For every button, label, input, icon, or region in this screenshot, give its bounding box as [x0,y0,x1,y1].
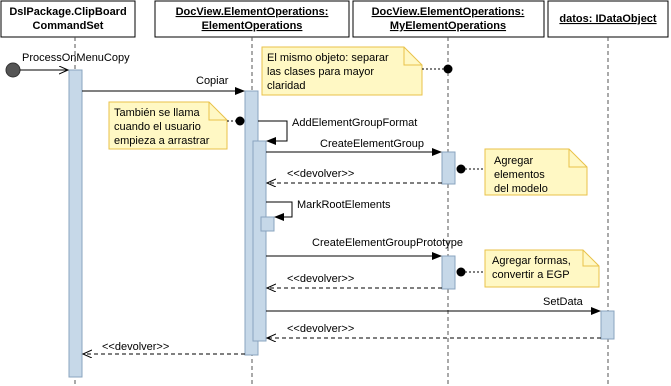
note-same-object-line3: claridad [267,80,306,92]
add-element-group-format-label: AddElementGroupFormat [292,117,417,129]
activation-mark-root-elements [260,216,275,232]
return-2-label: <<devolver>> [287,273,354,285]
note-add-shapes-anchor-dot [456,267,466,277]
entry-point-dot [5,62,21,78]
note-add-elements-line1: Agregar [494,155,533,167]
note-same-object-line2: las clases para mayor [267,66,374,78]
activation-create-element-group [441,151,456,185]
lifeline-header-data-object: datos: IDataObject [547,0,669,38]
activation-clipboard [68,69,83,378]
note-drag: También se llama cuando el usuario empie… [108,101,228,150]
note-drag-line2: cuando el usuario [114,121,201,133]
note-same-object-anchor-dot [443,64,453,74]
note-add-elements-anchor-dot [456,164,466,174]
activation-set-data [600,310,615,340]
note-add-shapes: Agregar formas, convertir a EGP [484,249,600,288]
lifeline-myelementops-line1: DocView.ElementOperations: [372,6,525,18]
activation-add-element-group-format [252,140,267,342]
note-same-object: El mismo objeto: separar las clases para… [261,46,423,96]
note-same-object-line1: El mismo objeto: separar [267,52,389,64]
return-1-label: <<devolver>> [287,168,354,180]
entry-message-label: ProcessOnMenuCopy [22,52,130,64]
copiar-label: Copiar [196,75,229,87]
note-drag-anchor-dot [235,116,245,126]
return-4-label: <<devolver>> [102,341,169,353]
note-drag-line1: También se llama [114,107,200,119]
set-data-label: SetData [543,296,584,308]
note-add-shapes-line2: convertir a EGP [492,269,570,281]
lifeline-clipboard-line2: CommandSet [33,20,104,32]
mark-root-elements-arrow [266,201,293,221]
lifeline-header-clipboard: DslPackage.ClipBoard CommandSet [0,0,136,38]
lifeline-elementops-line2: ElementOperations [202,20,303,32]
activation-create-element-group-prototype [441,255,456,290]
lifeline-myelementops-line2: MyElementOperations [390,20,506,32]
create-element-group-prototype-label: CreateElementGroupPrototype [312,237,463,249]
lifeline-header-my-element-operations: DocView.ElementOperations: MyElementOper… [352,0,545,38]
lifeline-dataobject-label: datos: IDataObject [559,13,657,25]
note-add-elements: Agregar elementos del modelo [484,148,588,196]
lifeline-elementops-line1: DocView.ElementOperations: [176,6,329,18]
lifeline-header-element-operations: DocView.ElementOperations: ElementOperat… [154,0,350,38]
add-element-group-format-arrow [258,120,288,145]
note-add-elements-line2: elementos [494,169,545,181]
lifeline-clipboard-line1: DslPackage.ClipBoard [9,6,126,18]
create-element-group-label: CreateElementGroup [320,138,424,150]
mark-root-elements-label: MarkRootElements [297,199,391,211]
note-add-shapes-line1: Agregar formas, [492,255,571,267]
note-add-elements-line3: del modelo [494,183,548,195]
note-drag-line3: empieza a arrastrar [114,135,210,147]
return-3-label: <<devolver>> [287,323,354,335]
